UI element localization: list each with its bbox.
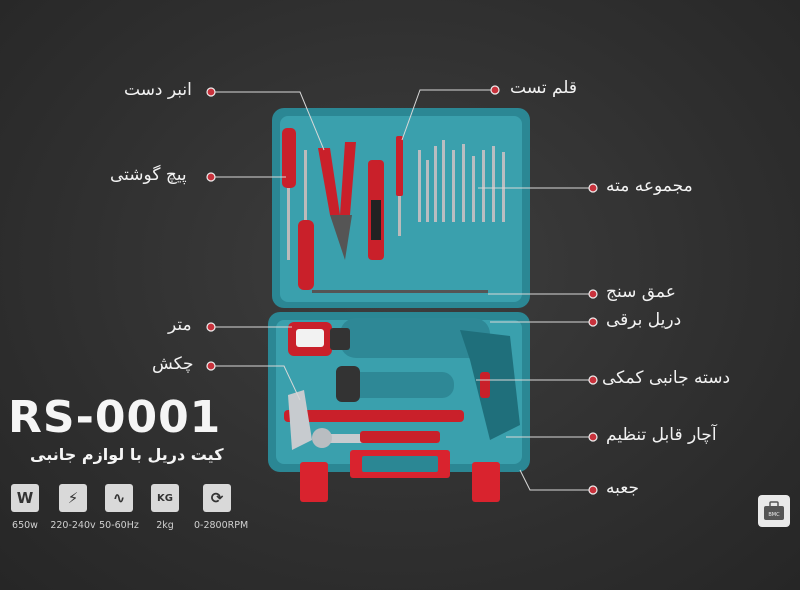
hammer bbox=[284, 390, 464, 450]
callout-handle: دسته جانبی کمکی bbox=[602, 368, 731, 388]
tester-pen bbox=[396, 136, 403, 236]
speed-icon: ⟳ bbox=[203, 484, 231, 512]
callout-tester: قلم تست bbox=[510, 78, 578, 98]
spec-weight: KG 2kg bbox=[142, 484, 188, 531]
case-badge-icon: BMC bbox=[758, 495, 790, 527]
depth-gauge bbox=[312, 290, 488, 293]
spec-power: W 650w bbox=[2, 484, 48, 531]
watt-icon: W bbox=[11, 484, 39, 512]
drill-bits bbox=[418, 140, 505, 222]
spec-value: 2kg bbox=[156, 520, 174, 531]
spec-speed: ⟳ 0-2800RPM bbox=[194, 484, 249, 531]
spec-value: 0-2800RPM bbox=[194, 520, 249, 531]
callout-wrench: آچار قابل تنظیم bbox=[606, 425, 717, 445]
voltage-icon: ⚡ bbox=[59, 484, 87, 512]
brand-badge-text: BMC bbox=[768, 512, 780, 518]
tape-measure bbox=[288, 322, 332, 356]
weight-icon: KG bbox=[151, 484, 179, 512]
product-subtitle: کیت دریل با لوازم جانبی bbox=[30, 445, 224, 464]
spec-value: 650w bbox=[12, 520, 38, 531]
callout-depth: عمق سنج bbox=[606, 282, 676, 302]
model-number: RS-0001 bbox=[8, 392, 222, 443]
callout-screwdriver: پیچ گوشتی bbox=[110, 165, 187, 185]
callout-dots bbox=[206, 85, 598, 495]
electric-drill bbox=[330, 318, 520, 440]
leader-lines bbox=[214, 89, 590, 491]
spec-frequency: ∿ 50-60Hz bbox=[96, 484, 142, 531]
callout-hammer: چکش bbox=[152, 354, 194, 374]
pliers bbox=[318, 142, 356, 260]
callout-tape: متر bbox=[168, 315, 192, 335]
spec-voltage: ⚡ 220-240v bbox=[50, 484, 96, 531]
adjustable-wrench bbox=[312, 428, 440, 448]
callout-drill: دریل برقی bbox=[606, 310, 682, 330]
callout-bits: مجموعه مته bbox=[606, 176, 693, 196]
frequency-icon: ∿ bbox=[105, 484, 133, 512]
screwdrivers bbox=[282, 128, 314, 290]
callout-pliers: انبر دست bbox=[124, 80, 192, 100]
spec-value: 50-60Hz bbox=[99, 520, 139, 531]
utility-knife bbox=[368, 160, 384, 260]
callout-case: جعبه bbox=[606, 478, 639, 498]
side-handle bbox=[336, 366, 454, 402]
spec-value: 220-240v bbox=[50, 520, 96, 531]
